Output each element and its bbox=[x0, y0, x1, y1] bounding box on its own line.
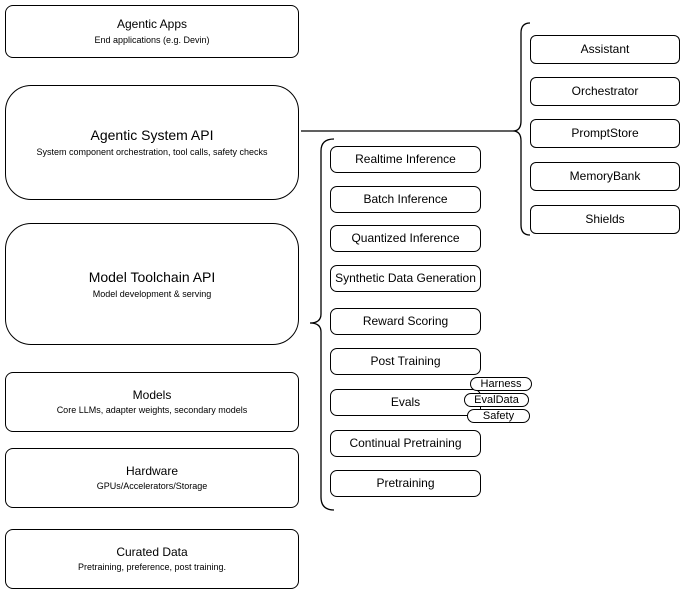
node-label: Assistant bbox=[580, 42, 630, 57]
tag-evaldata: EvalData bbox=[464, 393, 529, 407]
tag-label: Safety bbox=[482, 409, 515, 422]
node-agentic-apps: Agentic Apps End applications (e.g. Devi… bbox=[5, 5, 299, 58]
components-group-brace bbox=[512, 22, 531, 236]
node-label: Orchestrator bbox=[571, 84, 639, 99]
node-pretraining: Pretraining bbox=[330, 470, 481, 497]
node-label: Quantized Inference bbox=[351, 231, 460, 246]
node-subtitle: Core LLMs, adapter weights, secondary mo… bbox=[56, 405, 248, 416]
node-reward-scoring: Reward Scoring bbox=[330, 308, 481, 335]
tag-label: Harness bbox=[480, 377, 522, 390]
node-models: Models Core LLMs, adapter weights, secon… bbox=[5, 372, 299, 432]
node-label: Pretraining bbox=[376, 476, 435, 491]
node-agentic-system-api: Agentic System API System component orch… bbox=[5, 85, 299, 200]
node-hardware: Hardware GPUs/Accelerators/Storage bbox=[5, 448, 299, 508]
node-label: PromptStore bbox=[571, 126, 639, 141]
node-promptstore: PromptStore bbox=[530, 119, 680, 148]
tag-label: EvalData bbox=[474, 393, 519, 406]
node-title: Models bbox=[132, 387, 172, 402]
tag-safety: Safety bbox=[467, 409, 530, 423]
node-post-training: Post Training bbox=[330, 348, 481, 375]
node-curated-data: Curated Data Pretraining, preference, po… bbox=[5, 529, 299, 589]
node-evals: Evals bbox=[330, 389, 481, 416]
node-subtitle: Pretraining, preference, post training. bbox=[77, 562, 227, 573]
node-shields: Shields bbox=[530, 205, 680, 234]
toolchain-group-brace bbox=[309, 138, 335, 511]
node-subtitle: Model development & serving bbox=[92, 288, 212, 299]
node-title: Curated Data bbox=[116, 544, 188, 559]
node-label: Synthetic Data Generation bbox=[335, 271, 476, 286]
node-label: Evals bbox=[390, 395, 421, 410]
tag-harness: Harness bbox=[470, 377, 532, 391]
node-batch-inference: Batch Inference bbox=[330, 186, 481, 213]
node-title: Hardware bbox=[125, 463, 179, 478]
node-title: Agentic System API bbox=[90, 127, 214, 144]
node-realtime-inference: Realtime Inference bbox=[330, 146, 481, 173]
node-label: Reward Scoring bbox=[362, 314, 449, 329]
node-subtitle: System component orchestration, tool cal… bbox=[36, 147, 268, 157]
node-label: Post Training bbox=[370, 354, 441, 369]
node-title: Agentic Apps bbox=[116, 17, 188, 32]
node-continual-pretraining: Continual Pretraining bbox=[330, 430, 481, 457]
node-subtitle: End applications (e.g. Devin) bbox=[94, 34, 210, 45]
node-label: Shields bbox=[585, 212, 625, 227]
node-quantized-inference: Quantized Inference bbox=[330, 225, 481, 252]
node-label: Realtime Inference bbox=[355, 152, 456, 167]
node-subtitle: GPUs/Accelerators/Storage bbox=[96, 481, 208, 492]
node-synthetic-data-generation: Synthetic Data Generation bbox=[330, 265, 481, 292]
node-title: Model Toolchain API bbox=[88, 268, 216, 285]
node-assistant: Assistant bbox=[530, 35, 680, 64]
node-orchestrator: Orchestrator bbox=[530, 77, 680, 106]
node-memorybank: MemoryBank bbox=[530, 162, 680, 191]
node-label: MemoryBank bbox=[569, 169, 641, 184]
node-model-toolchain-api: Model Toolchain API Model development & … bbox=[5, 223, 299, 345]
node-label: Batch Inference bbox=[363, 192, 448, 207]
node-label: Continual Pretraining bbox=[349, 436, 462, 451]
